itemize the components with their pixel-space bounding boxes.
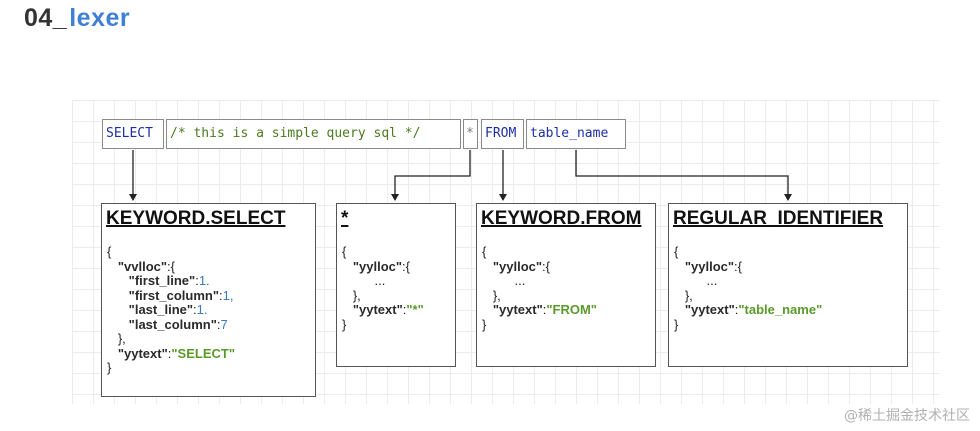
token-table-name: table_name xyxy=(526,119,626,149)
title-name: lexer xyxy=(69,4,131,32)
token-json: { "yylloc":{ ... }, "yytext":"table_name… xyxy=(674,244,823,332)
token-from: FROM xyxy=(481,119,524,149)
token-star: * xyxy=(463,119,478,149)
box-title: REGULAR_IDENTIFIER xyxy=(673,208,884,229)
box-keyword-from: KEYWORD.FROM { "yylloc":{ ... }, "yytext… xyxy=(476,203,656,367)
arrow-table-name xyxy=(575,150,792,201)
page-title: 04_lexer xyxy=(24,4,130,33)
box-regular-identifier: REGULAR_IDENTIFIER { "yylloc":{ ... }, "… xyxy=(668,203,908,367)
title-number: 04_ xyxy=(24,4,68,32)
token-json: { "yylloc":{ ... }, "yytext":"*" } xyxy=(342,244,424,332)
token-json: { "vvlloc":{ "first_line":1. "first_colu… xyxy=(107,244,235,375)
token-json: { "yylloc":{ ... }, "yytext":"FROM" } xyxy=(482,244,597,332)
token-comment: /* this is a simple query sql */ xyxy=(166,119,461,149)
watermark: @稀土掘金技术社区 xyxy=(844,408,970,424)
box-keyword-select: KEYWORD.SELECT { "vvlloc":{ "first_line"… xyxy=(101,203,316,397)
box-title: * xyxy=(341,208,349,229)
box-title: KEYWORD.FROM xyxy=(481,208,642,229)
token-select: SELECT xyxy=(102,119,164,149)
box-star: * { "yylloc":{ ... }, "yytext":"*" } xyxy=(336,203,456,367)
arrow-star xyxy=(391,150,471,201)
box-title: KEYWORD.SELECT xyxy=(106,208,286,229)
